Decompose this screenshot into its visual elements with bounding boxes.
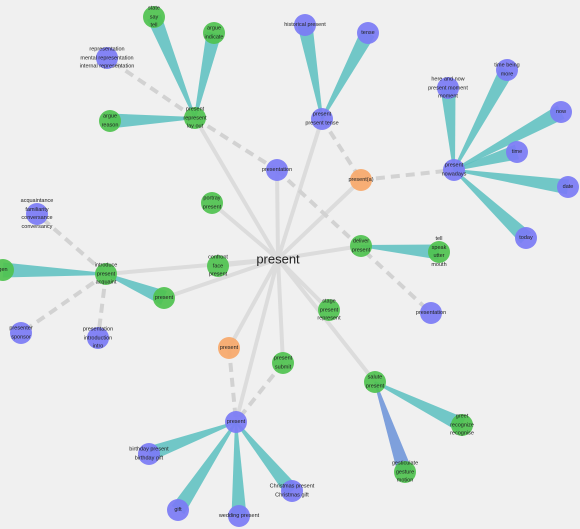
- link-n15-n16: [453, 169, 570, 195]
- node-related-n7[interactable]: [357, 22, 379, 44]
- node-synonym-n5[interactable]: [184, 107, 206, 129]
- node-related-n3[interactable]: [96, 47, 118, 69]
- node-synonym-n32[interactable]: [364, 371, 386, 393]
- node-synonym-n1[interactable]: [143, 6, 165, 28]
- link-n5-n1: [147, 14, 196, 119]
- link-n23-n21: [35, 212, 108, 276]
- node-related-n6[interactable]: [294, 14, 316, 36]
- link-n15-n12: [453, 66, 514, 171]
- link-n23-n24: [2, 262, 107, 278]
- node-related-n11[interactable]: [437, 77, 459, 99]
- node-synonym-n19[interactable]: [350, 235, 372, 257]
- links-layer: [2, 14, 570, 517]
- link-n31-n34: [234, 361, 285, 424]
- node-synonym-n36[interactable]: [394, 461, 416, 483]
- link-n34-n35: [146, 421, 237, 461]
- link-center-n18: [210, 201, 280, 261]
- node-synonym-n26[interactable]: [153, 287, 175, 309]
- link-center-n10: [276, 178, 363, 261]
- link-n5-n3: [105, 56, 197, 120]
- link-n10-n15: [360, 168, 455, 182]
- node-synonym-n20[interactable]: [428, 241, 450, 263]
- node-related-n17[interactable]: [515, 227, 537, 249]
- link-center-n30: [227, 258, 280, 349]
- node-synonym-n22[interactable]: [207, 255, 229, 277]
- link-n8-n7: [321, 29, 375, 120]
- node-hyponym-n30[interactable]: [218, 337, 240, 359]
- link-n5-n4: [109, 113, 195, 129]
- link-n19-n20: [360, 244, 440, 260]
- node-related-n16[interactable]: [557, 176, 579, 198]
- link-n15-n11: [440, 87, 456, 171]
- link-n32-n36: [374, 381, 413, 475]
- link-n15-n13: [453, 105, 565, 171]
- node-related-n38[interactable]: [167, 499, 189, 521]
- node-related-n29[interactable]: [87, 327, 109, 349]
- node-related-n15[interactable]: [443, 159, 465, 181]
- link-center-n26: [163, 257, 279, 300]
- link-n34-n37: [235, 421, 298, 496]
- node-synonym-n31[interactable]: [272, 352, 294, 374]
- node-related-n9[interactable]: [266, 159, 288, 181]
- link-n8-n6: [297, 23, 323, 120]
- node-related-n13[interactable]: [550, 101, 572, 123]
- link-center-n5: [193, 116, 280, 261]
- link-n32-n33: [374, 381, 466, 432]
- node-synonym-n25[interactable]: [318, 299, 340, 321]
- node-related-n8[interactable]: [311, 108, 333, 130]
- node-related-n27[interactable]: [420, 302, 442, 324]
- link-center-n9: [275, 169, 280, 260]
- link-n23-n26: [105, 273, 167, 305]
- node-related-n21[interactable]: [26, 203, 48, 225]
- link-center-n8: [276, 118, 324, 260]
- link-n15-n14: [453, 144, 520, 171]
- node-related-n35[interactable]: [138, 443, 160, 465]
- node-related-n12[interactable]: [496, 59, 518, 81]
- node-related-n37[interactable]: [281, 480, 303, 502]
- node-related-n34[interactable]: [225, 411, 247, 433]
- link-n15-n17: [453, 169, 532, 244]
- link-n5-n2: [194, 31, 222, 119]
- node-synonym-n24[interactable]: [0, 259, 14, 281]
- link-n23-n28: [19, 272, 108, 335]
- node-related-n28[interactable]: [10, 322, 32, 344]
- node-synonym-n23[interactable]: [95, 263, 117, 285]
- node-related-n14[interactable]: [506, 141, 528, 163]
- link-center-n23: [105, 257, 279, 276]
- node-synonym-n4[interactable]: [99, 110, 121, 132]
- link-n34-n38: [171, 421, 237, 515]
- node-synonym-n33[interactable]: [451, 414, 473, 436]
- node-hyponym-n10[interactable]: [350, 169, 372, 191]
- link-center-n31: [276, 258, 285, 364]
- link-n34-n39: [231, 422, 247, 517]
- link-n8-n10: [320, 117, 363, 182]
- node-related-n39[interactable]: [228, 505, 250, 527]
- link-center-n19: [277, 244, 362, 261]
- node-synonym-n2[interactable]: [203, 22, 225, 44]
- link-n5-n9: [193, 116, 279, 172]
- link-center-n34: [234, 258, 280, 423]
- nodes-layer: [0, 6, 579, 527]
- node-synonym-n18[interactable]: [201, 192, 223, 214]
- link-n30-n34: [227, 347, 238, 423]
